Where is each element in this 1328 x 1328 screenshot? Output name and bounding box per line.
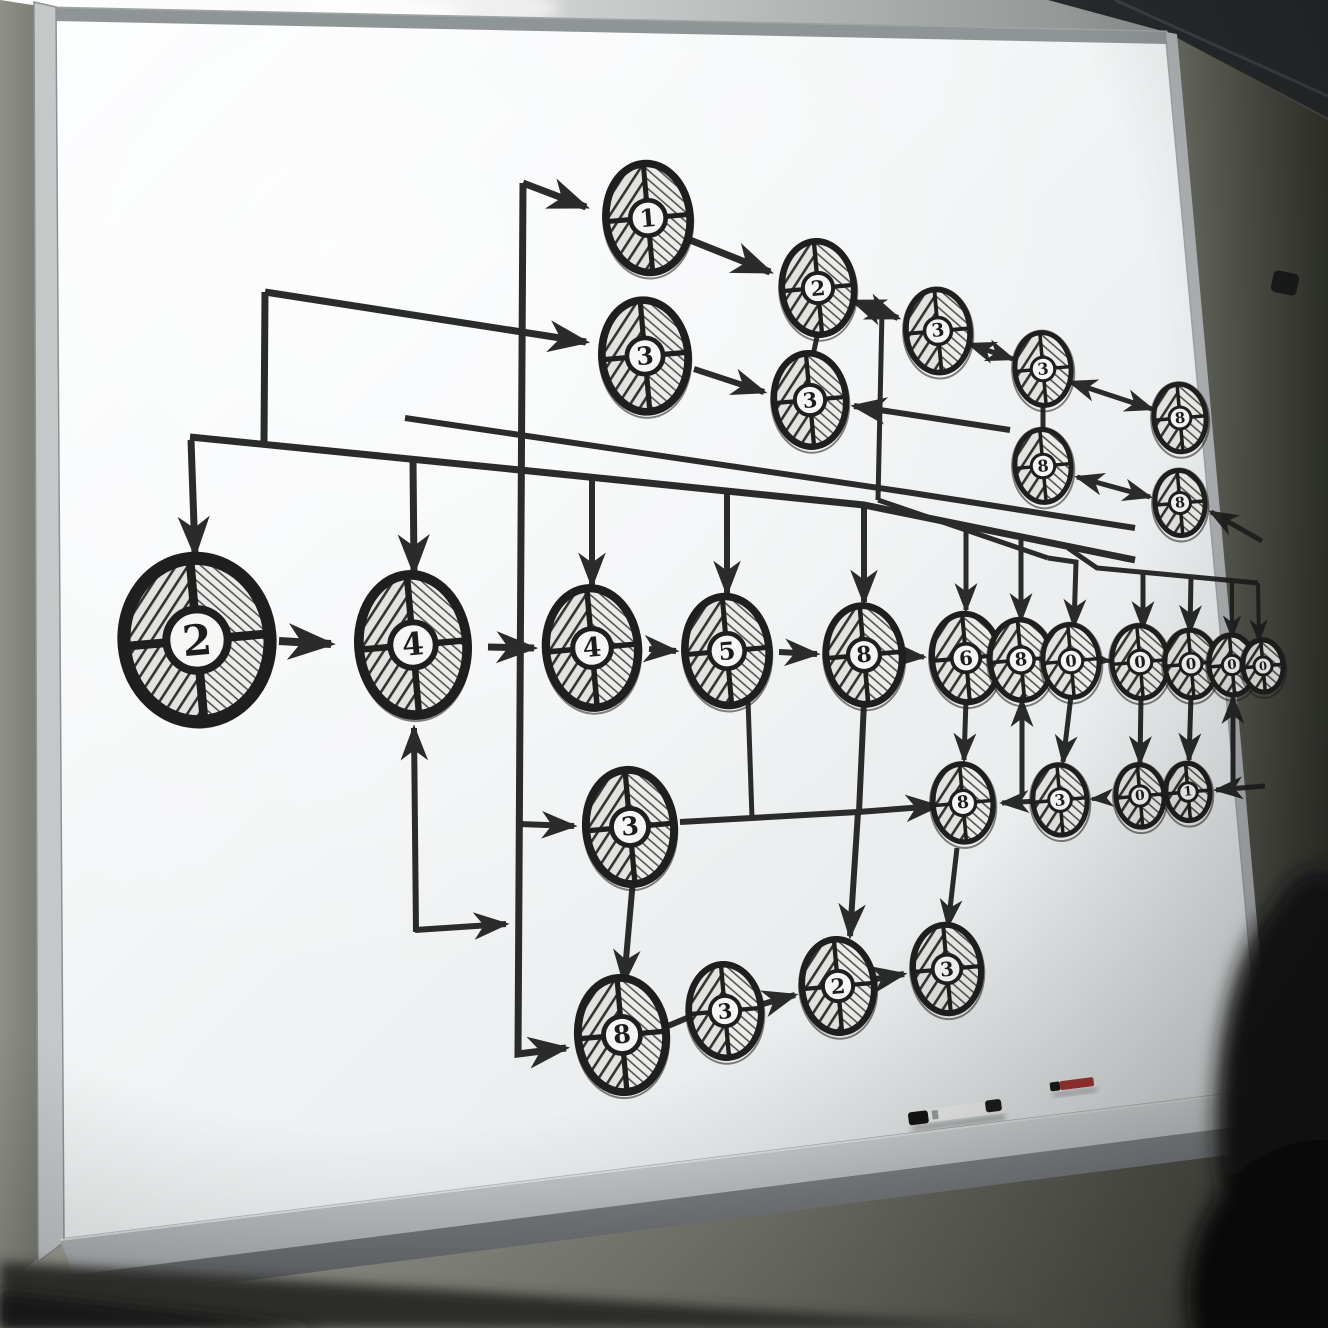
office-whiteboard-photo: 123383388244586800000830138323 <box>0 0 1328 1328</box>
vignette <box>0 0 1328 1328</box>
photo-canvas: 123383388244586800000830138323 <box>0 0 1328 1328</box>
